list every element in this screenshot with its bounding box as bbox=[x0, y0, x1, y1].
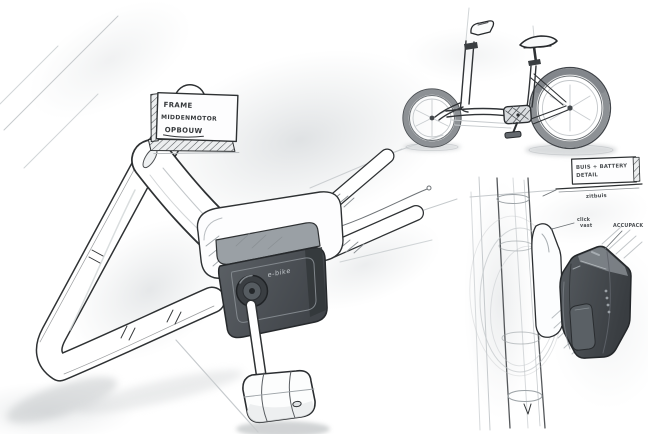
plate-face bbox=[155, 91, 239, 143]
front-wheel bbox=[402, 88, 462, 148]
detail-plate-line-1: BUIS + BATTERY bbox=[576, 163, 628, 171]
cable-end bbox=[426, 185, 432, 191]
battery-pack bbox=[559, 245, 632, 359]
motor-top-hatching bbox=[235, 232, 283, 250]
detail-label-plate: BUIS + BATTERY DETAIL bbox=[571, 156, 641, 185]
annotation-clip-1: click bbox=[577, 217, 591, 223]
plate-line-1: FRAME bbox=[163, 101, 192, 110]
battery-indicator-dots bbox=[604, 289, 611, 314]
plate-line-3: OPBOUW bbox=[164, 126, 202, 135]
annotation-battery: ACCUPACK bbox=[613, 223, 643, 229]
motor-unit: e-bike bbox=[196, 191, 344, 339]
motor-top-face bbox=[215, 222, 321, 265]
detail-annotations: click vast ACCUPACK bbox=[551, 217, 643, 250]
detail-caption: zitbuis bbox=[586, 193, 607, 200]
battery-lock-panel bbox=[569, 303, 596, 351]
cast-shadows bbox=[6, 142, 617, 434]
detail-plate-line-2: DETAIL bbox=[576, 172, 598, 179]
title-plate: FRAME MIDDENMOTOR OPBOUW bbox=[147, 91, 240, 155]
side-view-bike-sketch bbox=[402, 20, 612, 150]
detail-plate-edge bbox=[632, 156, 641, 182]
rear-wheel bbox=[528, 66, 612, 150]
stem-clamp bbox=[464, 42, 478, 50]
battery-top-face bbox=[578, 247, 628, 276]
seat-clamp bbox=[528, 59, 541, 66]
detail-seat-tube bbox=[496, 177, 546, 429]
battery-detail-sketch: BUIS + BATTERY DETAIL zitbuis click vast… bbox=[469, 156, 643, 429]
motor-front-face bbox=[217, 246, 328, 339]
side-motor-block bbox=[502, 104, 532, 125]
crank-and-pedal bbox=[242, 299, 316, 424]
side-pedal bbox=[504, 130, 522, 139]
plate-line-2: MIDDENMOTOR bbox=[161, 114, 217, 123]
battery-charge-port bbox=[591, 251, 600, 256]
handlebar bbox=[470, 20, 495, 36]
pedal-reflector bbox=[292, 400, 302, 408]
annotation-clip-2: vast bbox=[580, 223, 593, 229]
frame-loop-tube bbox=[35, 148, 226, 382]
